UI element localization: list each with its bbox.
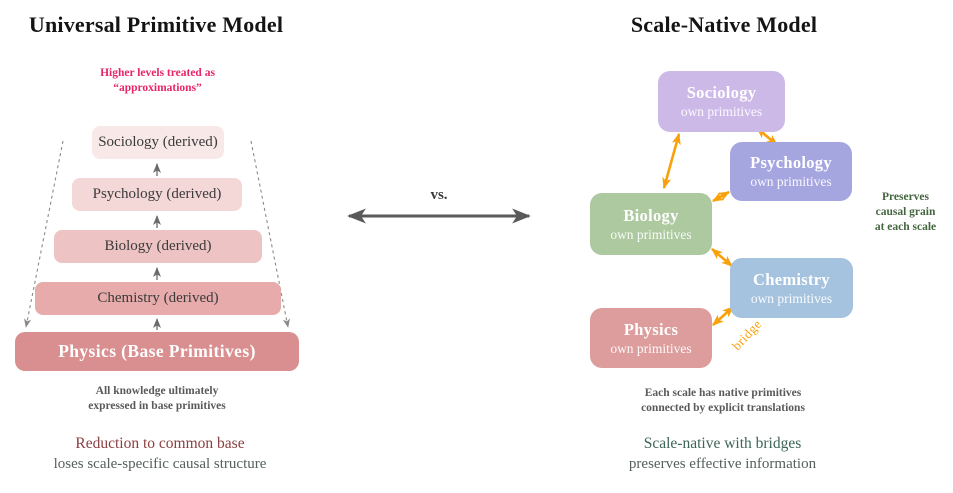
node-psychology: Psychology own primitives [730, 142, 852, 201]
node-chemistry: Chemistry own primitives [730, 258, 853, 318]
node-chemistry-sub: own primitives [750, 290, 833, 306]
left-footnote-line2: expressed in base primitives [88, 400, 226, 412]
left-caption: Reduction to common base loses scale-spe… [20, 433, 300, 475]
node-physics-sub: own primitives [610, 340, 692, 356]
bridge-arrow-biology-chemistry [711, 248, 733, 267]
node-sociology-name: Sociology [686, 83, 757, 102]
bridge-arrow-biology-psychology [711, 190, 731, 203]
node-biology: Biology own primitives [590, 193, 712, 255]
left-footnote-line1: All knowledge ultimately [95, 385, 219, 397]
left-caption-line2: loses scale-specific causal structure [53, 456, 267, 472]
right-annotation-line3: at each scale [874, 221, 937, 233]
node-psychology-sub: own primitives [750, 174, 832, 189]
right-footnote-line2: connected by explicit translations [641, 402, 805, 414]
left-annotation-line1: Higher levels treated as [100, 67, 215, 79]
left-footnote: All knowledge ultimately expressed in ba… [57, 384, 257, 414]
bridge-label: bridge [728, 316, 765, 354]
right-annotation: Preserves causal grain at each scale [858, 190, 953, 235]
node-sociology-sub: own primitives [680, 104, 763, 119]
right-annotation-line2: causal grain [875, 206, 936, 218]
right-panel-title: Scale-Native Model [630, 12, 818, 37]
pyramid-level-biology: Biology (derived) [54, 230, 262, 263]
node-sociology: Sociology own primitives [658, 71, 785, 132]
left-annotation: Higher levels treated as “approximations… [60, 66, 255, 95]
node-chemistry-name: Chemistry [753, 269, 830, 289]
pyramid-level-chemistry: Chemistry (derived) [35, 282, 281, 315]
node-physics-name: Physics [623, 319, 679, 339]
node-physics: Physics own primitives [590, 308, 712, 368]
left-panel-title: Universal Primitive Model [28, 12, 284, 37]
node-biology-name: Biology [623, 205, 679, 225]
pyramid-level-psychology: Psychology (derived) [72, 178, 242, 211]
right-caption-line1: Scale-native with bridges [643, 435, 802, 452]
bridge-arrow-sociology-biology [662, 132, 681, 190]
right-footnote-line1: Each scale has native primitives [644, 387, 802, 399]
right-annotation-line1: Preserves [881, 191, 930, 203]
node-psychology-name: Psychology [750, 153, 832, 172]
right-footnote: Each scale has native primitives connect… [598, 386, 848, 416]
pyramid-level-physics-base: Physics (Base Primitives) [15, 332, 299, 371]
right-caption: Scale-native with bridges preserves effe… [590, 433, 855, 475]
left-caption-line1: Reduction to common base [75, 435, 245, 452]
right-caption-line2: preserves effective information [628, 456, 817, 472]
pyramid-level-sociology: Sociology (derived) [92, 126, 224, 159]
vs-label: vs. [430, 187, 448, 203]
node-biology-sub: own primitives [610, 226, 692, 242]
left-annotation-line2: “approximations” [113, 81, 202, 94]
